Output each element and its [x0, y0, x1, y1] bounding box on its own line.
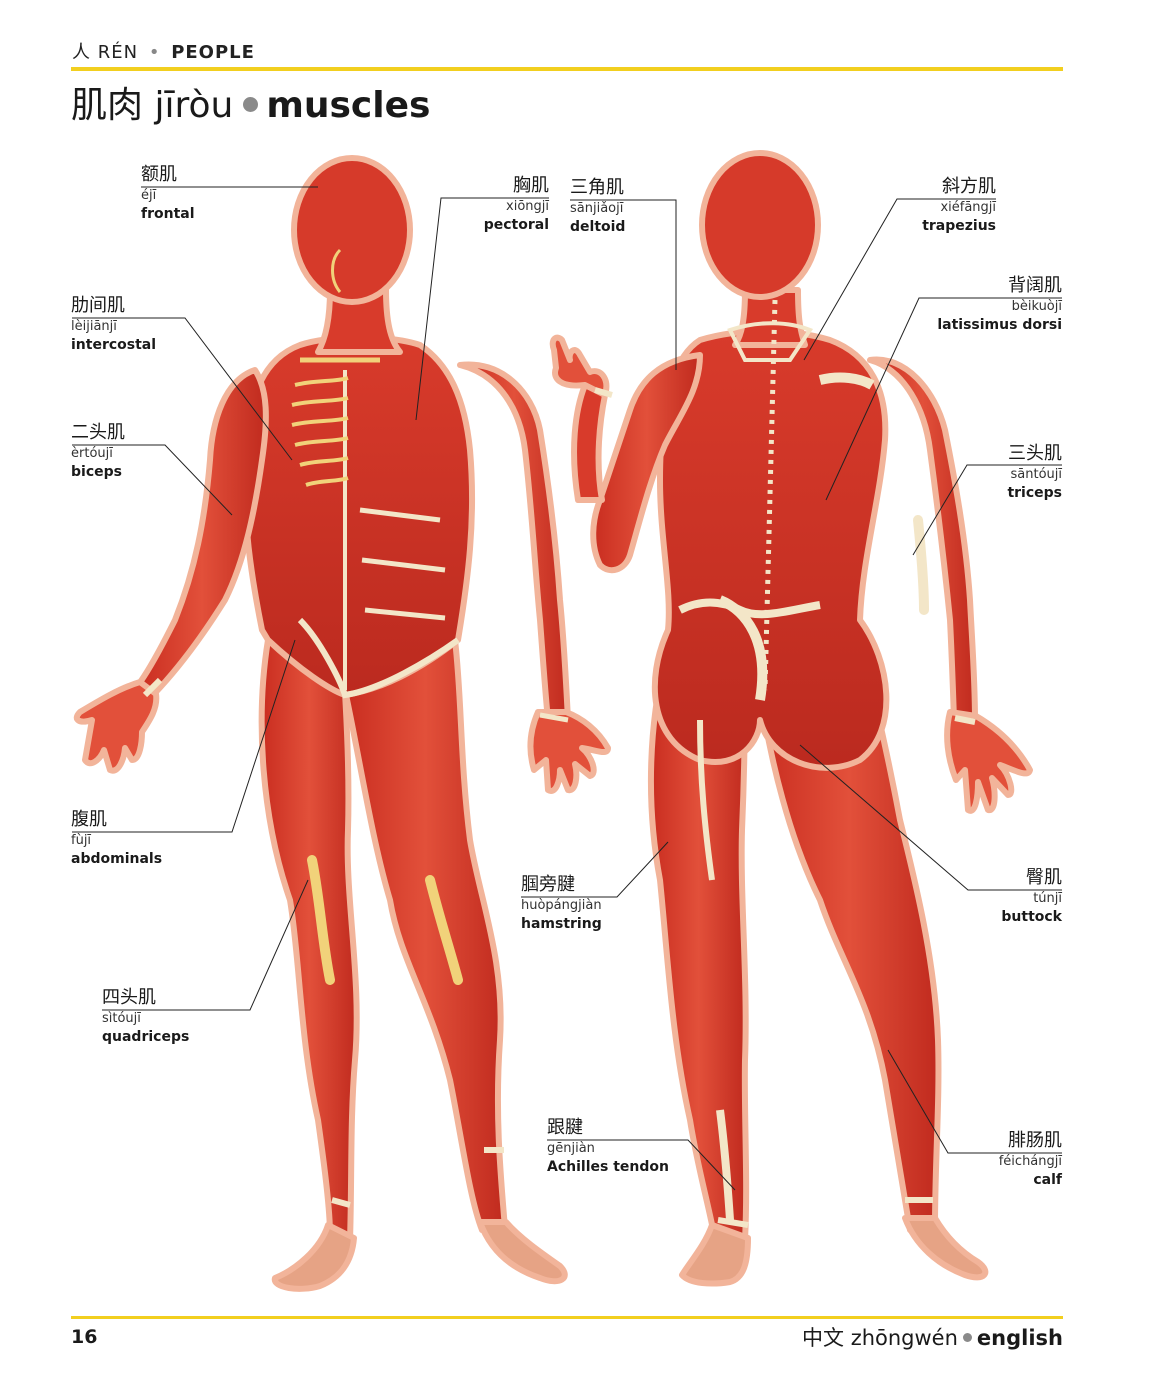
back-figure-details	[594, 299, 976, 1228]
quadriceps-pinyin: sìtóujī	[102, 1011, 141, 1026]
deltoid-pinyin: sānjiǎojī	[570, 201, 624, 216]
leader-trapezius	[803, 198, 996, 361]
label-deltoid: 三角肌 sānjiǎojī deltoid	[570, 177, 625, 236]
footer-lang-zh: 中文	[802, 1326, 844, 1350]
label-achilles: 跟腱 gēnjiàn Achilles tendon	[547, 1117, 669, 1176]
leader-pectoral	[415, 197, 549, 421]
section-icon-char: 人	[72, 42, 91, 63]
hamstring-zh: 腘旁腱	[521, 874, 575, 895]
frontal-pinyin: éjī	[141, 188, 157, 203]
hamstring-en: hamstring	[521, 916, 602, 932]
abdominals-pinyin: fùjī	[71, 833, 92, 848]
section-pinyin: RÉN	[97, 42, 139, 63]
label-hamstring: 腘旁腱 huòpángjiàn hamstring	[521, 874, 602, 933]
label-frontal: 额肌 éjī frontal	[141, 164, 195, 223]
leader-latissimus	[825, 297, 1062, 501]
label-biceps: 二头肌 èrtóujī biceps	[71, 422, 125, 481]
footer-lang-en: english	[976, 1326, 1063, 1350]
page-title: 肌肉 jīròu muscles	[71, 76, 430, 128]
abdominals-zh: 腹肌	[71, 809, 107, 830]
leader-intercostal	[72, 317, 293, 461]
label-trapezius: 斜方肌 xiéfāngjī trapezius	[922, 176, 996, 235]
intercostal-zh: 肋间肌	[71, 295, 125, 316]
triceps-en: triceps	[1007, 485, 1062, 501]
leader-hamstring	[521, 841, 669, 898]
hamstring-pinyin: huòpángjiàn	[521, 898, 602, 913]
title-en: muscles	[266, 85, 431, 126]
leader-quadriceps	[102, 879, 309, 1011]
pectoral-pinyin: xiōngjī	[506, 199, 549, 214]
leader-buttock	[799, 744, 1062, 891]
biceps-pinyin: èrtóujī	[71, 446, 113, 461]
label-buttock: 臀肌 túnjī buttock	[1001, 867, 1062, 926]
front-figure	[73, 155, 611, 1292]
front-figure-details	[142, 248, 569, 1208]
footer-language: 中文 zhōngwén english	[802, 1322, 1063, 1352]
buttock-pinyin: túnjī	[1033, 891, 1062, 906]
label-calf: 腓肠肌 féichángjī calf	[999, 1130, 1062, 1189]
footer-lang-pinyin: zhōngwén	[850, 1326, 958, 1350]
latissimus-pinyin: bèikuòjī	[1011, 299, 1062, 314]
buttock-en: buttock	[1001, 909, 1062, 925]
header-rule	[71, 67, 1063, 71]
label-triceps: 三头肌 sāntóujī triceps	[1007, 443, 1062, 502]
pectoral-zh: 胸肌	[513, 175, 549, 196]
intercostal-pinyin: lèijiānjī	[71, 319, 117, 334]
abdominals-en: abdominals	[71, 851, 163, 867]
leader-lines	[72, 186, 1062, 1191]
section-english: PEOPLE	[171, 42, 255, 63]
buttock-zh: 臀肌	[1026, 867, 1062, 888]
leader-calf	[887, 1049, 1062, 1154]
achilles-en: Achilles tendon	[547, 1159, 669, 1175]
footer-rule	[71, 1316, 1063, 1319]
leader-abdominals	[72, 639, 296, 833]
biceps-zh: 二头肌	[71, 422, 125, 443]
leader-triceps	[912, 464, 1062, 556]
title-bullet	[243, 97, 259, 112]
label-latissimus: 背阔肌 bèikuòjī latissimus dorsi	[937, 275, 1062, 334]
frontal-en: frontal	[141, 206, 195, 222]
achilles-zh: 跟腱	[547, 1117, 583, 1138]
label-intercostal: 肋间肌 lèijiānjī intercostal	[71, 295, 156, 354]
calf-pinyin: féichángjī	[998, 1154, 1062, 1169]
deltoid-zh: 三角肌	[570, 177, 624, 198]
footer-bullet	[962, 1333, 972, 1342]
latissimus-zh: 背阔肌	[1008, 275, 1062, 296]
title-pinyin: jīròu	[154, 85, 234, 126]
running-head: 人 RÉN • PEOPLE	[72, 38, 255, 64]
quadriceps-en: quadriceps	[102, 1029, 190, 1045]
trapezius-en: trapezius	[922, 218, 996, 234]
intercostal-en: intercostal	[71, 337, 157, 353]
trapezius-pinyin: xiéfāngjī	[940, 200, 996, 215]
calf-en: calf	[1033, 1172, 1062, 1188]
pectoral-en: pectoral	[483, 217, 549, 233]
triceps-zh: 三头肌	[1008, 443, 1062, 464]
calf-zh: 腓肠肌	[1008, 1130, 1062, 1151]
title-zh: 肌肉	[71, 85, 144, 126]
quadriceps-zh: 四头肌	[102, 987, 156, 1008]
leader-deltoid	[570, 199, 677, 370]
leader-biceps	[72, 444, 233, 516]
separator-dot: •	[148, 42, 161, 63]
triceps-pinyin: sāntóujī	[1010, 467, 1063, 482]
achilles-pinyin: gēnjiàn	[547, 1141, 595, 1156]
frontal-zh: 额肌	[141, 164, 177, 185]
latissimus-en: latissimus dorsi	[937, 317, 1062, 333]
back-figure	[549, 150, 1033, 1287]
biceps-en: biceps	[71, 464, 122, 480]
deltoid-en: deltoid	[570, 219, 626, 235]
page-number: 16	[71, 1326, 98, 1348]
trapezius-zh: 斜方肌	[942, 176, 996, 197]
label-quadriceps: 四头肌 sìtóujī quadriceps	[102, 987, 189, 1046]
label-abdominals: 腹肌 fùjī abdominals	[71, 809, 162, 868]
leader-achilles	[547, 1139, 736, 1191]
label-pectoral: 胸肌 xiōngjī pectoral	[484, 175, 549, 234]
